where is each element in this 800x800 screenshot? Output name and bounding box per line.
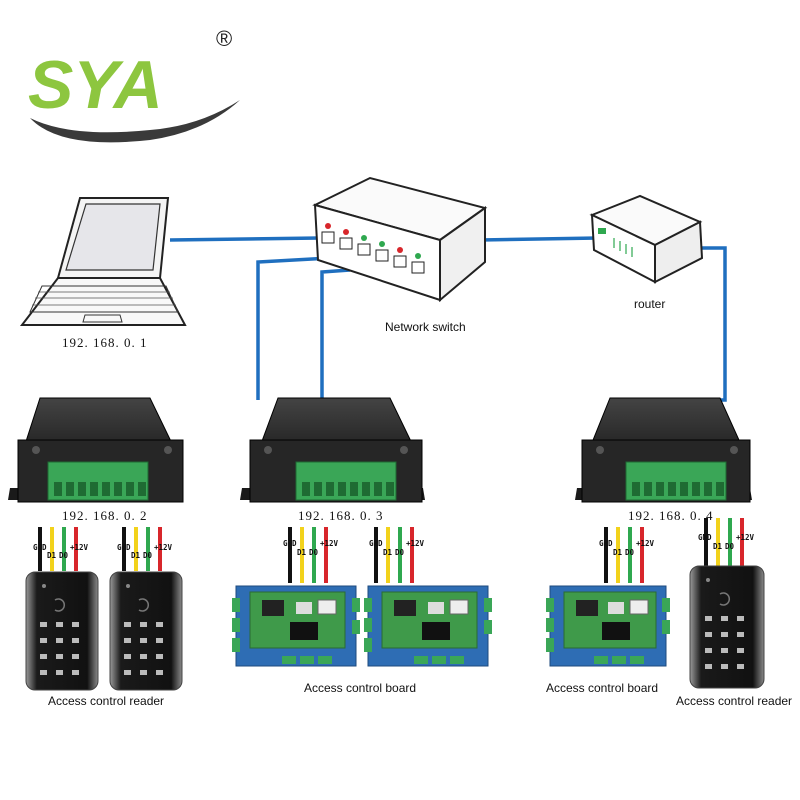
- controller-2-ip: 192. 168. 0. 3: [298, 508, 384, 523]
- wire-bundle-2: GND D1 D0 +12V: [117, 527, 173, 571]
- wire-label-d0: D0: [725, 542, 735, 551]
- wire-label-gnd: GND: [599, 539, 613, 548]
- wire-label-12v: +12V: [406, 539, 425, 548]
- wire-label-d1: D1: [383, 548, 393, 557]
- wire-bundle-6: GND D1 D0 +12V: [698, 518, 755, 568]
- wire-label-12v: +12V: [154, 543, 173, 552]
- keypad-reader-2: [109, 571, 183, 691]
- wire-label-d1: D1: [131, 551, 141, 560]
- router-icon: [589, 194, 704, 284]
- keypad-reader-3: [689, 565, 765, 689]
- wire-label-d1: D1: [613, 548, 623, 557]
- access-board-1: [232, 585, 360, 667]
- wire-label-gnd: GND: [698, 533, 712, 542]
- wire-label-12v: +12V: [320, 539, 339, 548]
- reader-left-label: Access control reader: [48, 694, 165, 708]
- wire-bundle-1: GND D1 D0 +12V: [33, 527, 89, 571]
- access-board-2: [364, 585, 492, 667]
- controller-1-ip: 192. 168. 0. 2: [62, 508, 148, 523]
- wire-label-d0: D0: [625, 548, 635, 557]
- wire-label-gnd: GND: [283, 539, 297, 548]
- access-controller-3: [575, 397, 752, 503]
- cable-switch-controller-2: [320, 268, 351, 400]
- router-label: router: [634, 297, 666, 311]
- registered-mark: ®: [216, 26, 232, 51]
- wire-label-d1: D1: [713, 542, 723, 551]
- wire-bundle-5: GND D1 D0 +12V: [599, 527, 655, 583]
- board-middle-label: Access control board: [304, 681, 417, 695]
- wire-label-d0: D0: [143, 551, 153, 560]
- wire-label-d1: D1: [297, 548, 307, 557]
- cable-switch-controller-1: [256, 256, 331, 400]
- network-switch-icon: [312, 176, 488, 303]
- wire-label-gnd: GND: [369, 539, 383, 548]
- laptop-ip-label: 192. 168. 0. 1: [62, 335, 148, 350]
- cable-laptop-switch: [169, 236, 321, 242]
- wire-label-12v: +12V: [70, 543, 89, 552]
- logo-text: SYA: [28, 47, 163, 123]
- board-right-label: Access control board: [546, 681, 659, 695]
- logo: SYA ®: [28, 26, 240, 143]
- wire-label-12v: +12V: [636, 539, 655, 548]
- wire-label-gnd: GND: [117, 543, 131, 552]
- controller-3-ip: 192. 168. 0. 4: [628, 508, 714, 523]
- access-board-3: [546, 585, 670, 667]
- reader-right-label: Access control reader: [676, 694, 793, 708]
- access-controller-1: [8, 397, 184, 503]
- wire-label-d0: D0: [309, 548, 319, 557]
- wire-bundle-3: GND D1 D0 +12V: [283, 527, 339, 583]
- wire-label-d1: D1: [47, 551, 57, 560]
- wire-bundle-4: GND D1 D0 +12V: [369, 527, 425, 583]
- laptop-icon: [19, 197, 187, 326]
- wire-label-12v: +12V: [736, 533, 755, 542]
- cable-switch-router: [479, 236, 599, 242]
- access-controller-2: [240, 397, 425, 503]
- wire-label-d0: D0: [395, 548, 405, 557]
- wire-label-gnd: GND: [33, 543, 47, 552]
- keypad-reader-1: [25, 571, 99, 691]
- wire-label-d0: D0: [59, 551, 69, 560]
- switch-label: Network switch: [385, 320, 466, 334]
